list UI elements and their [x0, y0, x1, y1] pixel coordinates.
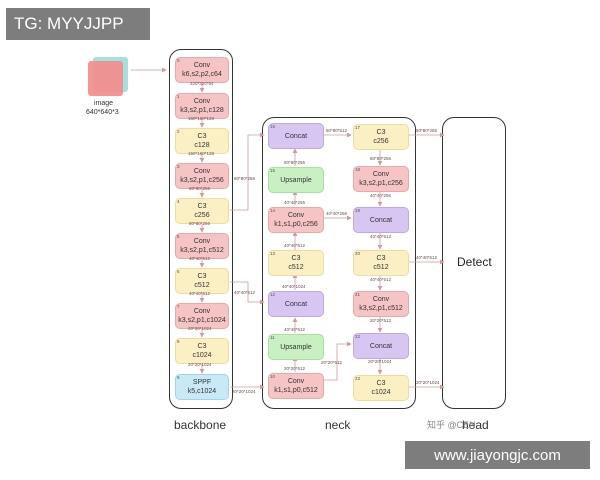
- node-index: 1: [177, 94, 180, 99]
- node-dim: 40*40*512: [189, 291, 211, 296]
- node-index: 12: [270, 292, 276, 297]
- node-index: 23: [355, 376, 361, 381]
- zhihu-watermark: 知乎 @CEN: [427, 420, 476, 430]
- node-dim: 40*40*1024: [282, 284, 306, 289]
- node-index: 16: [270, 124, 276, 129]
- node-dim: 40*40*512: [370, 277, 392, 282]
- node-dim: 20*20*1024: [188, 326, 212, 331]
- watermark-bottom: www.jiayongjc.com: [405, 441, 590, 469]
- node-index: 15: [270, 168, 276, 173]
- node-dim: 80*80*256: [189, 186, 211, 191]
- node-index: 8: [177, 339, 180, 344]
- node-index: 18: [355, 167, 361, 172]
- detect-label: Detect: [457, 255, 492, 269]
- node-index: 6: [177, 269, 180, 274]
- edge-label-n16-n17: 80*80*512: [326, 128, 348, 133]
- edge-label-n14-n19: 40*40*256: [326, 211, 348, 216]
- node-index: 5: [177, 234, 180, 239]
- node-index: 21: [355, 292, 361, 297]
- node-dim: 80*80*256: [284, 160, 306, 165]
- neck-node-11: Upsample: [268, 334, 324, 360]
- node-dim: 320*320*64: [190, 81, 214, 86]
- node-dim: 40*40*256: [370, 193, 392, 198]
- node-dim: 40*40*512: [284, 243, 306, 248]
- neck-node-19: Concat: [353, 207, 409, 233]
- node-dim: 20*20*512: [370, 318, 392, 323]
- node-dim: 20*20*1024: [368, 359, 392, 364]
- edge-label-bb9: 20*20*1024: [232, 389, 256, 394]
- neck-node-22: Concat: [353, 333, 409, 359]
- node-dim: 40*40*512: [189, 256, 211, 261]
- node-index: 11: [270, 335, 275, 340]
- image-size: 640*640*3: [86, 109, 119, 116]
- neck-node-16: Concat: [268, 123, 324, 149]
- neck-node-12: Concat: [268, 291, 324, 317]
- input-image-icon: [88, 61, 123, 96]
- node-dim: 80*80*256: [370, 156, 392, 161]
- edge-label-bb4: 80*80*256: [234, 176, 256, 181]
- node-dim: 160*160*128: [188, 151, 215, 156]
- neck-node-15: Upsample: [268, 167, 324, 193]
- node-index: 19: [355, 208, 361, 213]
- node-index: 13: [270, 251, 276, 256]
- node-index: 17: [355, 125, 361, 130]
- edge-label-bb6: 40*40*512: [234, 290, 256, 295]
- node-dim: 40*40*512: [284, 327, 306, 332]
- image-label: image: [94, 100, 114, 107]
- node-dim: 160*160*128: [188, 116, 215, 121]
- edge-label-out23: 20*20*1024: [416, 380, 440, 385]
- node-dim: 40*40*512: [370, 234, 392, 239]
- backbone-label: backbone: [174, 418, 227, 432]
- node-index: 7: [177, 304, 180, 309]
- watermark-top: TG: MYYJJPP: [6, 8, 150, 40]
- edge-label-out20: 40*40*512: [416, 255, 438, 260]
- node-dim: 40*40*256: [284, 200, 306, 205]
- edge-label-out17: 80*80*256: [416, 128, 438, 133]
- head-label: head: [462, 418, 489, 432]
- node-index: 9: [177, 375, 180, 380]
- node-dim: 80*80*256: [189, 221, 211, 226]
- node-dim: 20*20*1024: [188, 362, 212, 367]
- node-index: 2: [177, 129, 180, 134]
- node-index: 20: [355, 251, 361, 256]
- node-index: 14: [270, 208, 276, 213]
- neck-label: neck: [325, 418, 351, 432]
- node-dim: 20*20*512: [284, 366, 306, 371]
- node-index: 22: [355, 334, 361, 339]
- node-index: 4: [177, 199, 180, 204]
- edge-label-n10-n22: 20*20*512: [321, 360, 343, 365]
- node-index: 0: [177, 58, 180, 63]
- node-index: 10: [270, 374, 276, 379]
- node-index: 3: [177, 164, 180, 169]
